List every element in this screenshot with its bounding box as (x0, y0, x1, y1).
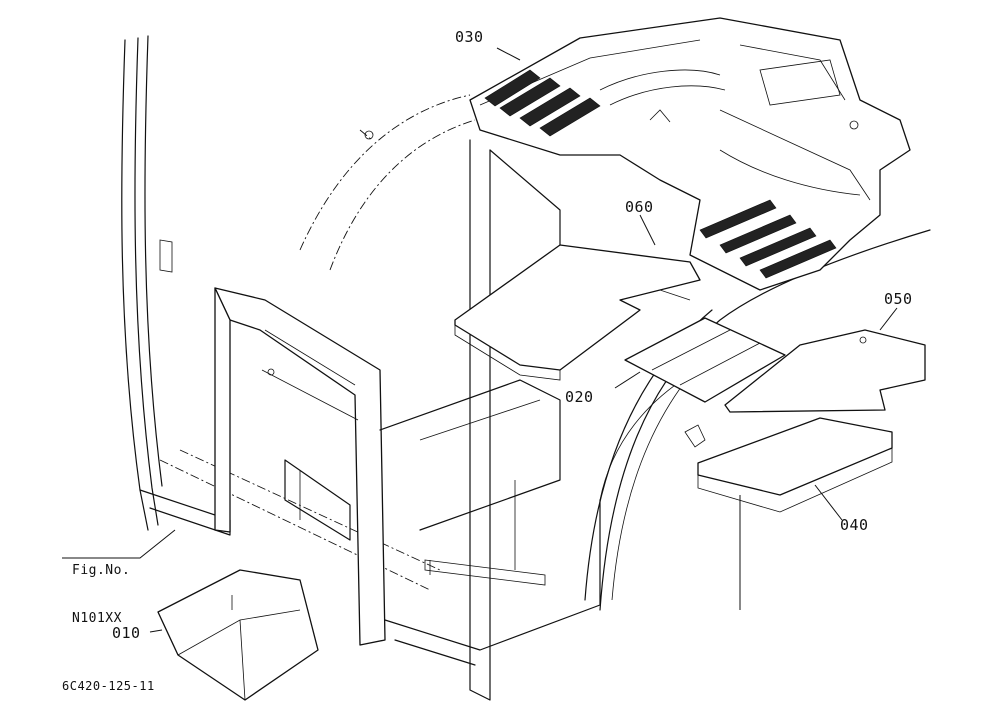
part-030-floor-mat (469, 17, 911, 291)
part-060-floor-plate (454, 244, 701, 381)
callout-leaders (62, 47, 898, 633)
part-040-lower-plate (684, 417, 893, 610)
callout-010: 010 (112, 624, 141, 642)
callout-020: 020 (565, 388, 594, 406)
figure-reference-number: N101XX (72, 611, 122, 627)
figure-reference-label: Fig.No. (72, 562, 131, 578)
callout-050: 050 (884, 290, 913, 308)
callout-060: 060 (625, 198, 654, 216)
part-010-cover (157, 569, 319, 701)
callout-030: 030 (455, 28, 484, 46)
callout-040: 040 (840, 516, 869, 534)
console-frame (214, 287, 386, 646)
drawing-code: 6C420-125-11 (62, 679, 155, 693)
figure-reference: Fig.No. N101XX (72, 530, 130, 660)
floor-support-frame (379, 139, 601, 701)
part-020-mat (624, 317, 786, 403)
cab-pillar-frame (121, 35, 231, 536)
part-050-side-plate (724, 329, 926, 413)
